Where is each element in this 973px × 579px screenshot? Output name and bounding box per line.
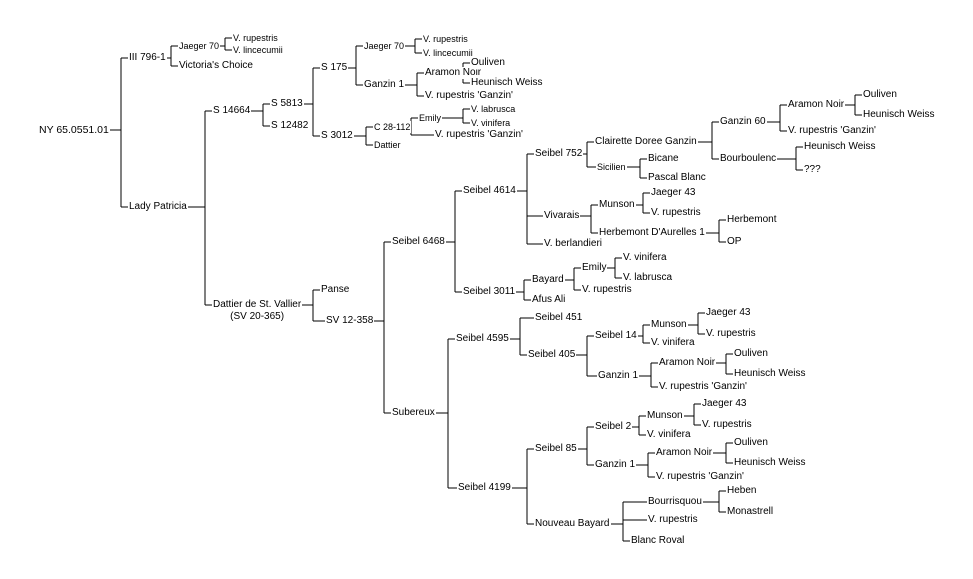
node-label-v-lincecumii: V. lincecumii [422,47,474,59]
node-label-munson: Munson [650,319,688,331]
node-label-seibel-4595: Seibel 4595 [455,333,510,345]
node-label-seibel-85: Seibel 85 [534,443,578,455]
node-label-blanc-roval: Blanc Roval [630,535,686,547]
node-label-v-rupestris-ganzin: V. rupestris 'Ganzin' [424,90,514,102]
node-label-victoria-s-choice: Victoria's Choice [178,60,254,72]
node-label-jaeger-43: Jaeger 43 [705,307,752,319]
node-label-ganzin-1: Ganzin 1 [597,370,640,382]
node-label-iii-796-1: III 796-1 [128,52,167,64]
node-label-v-rupestris: V. rupestris [581,284,633,296]
node-label-emily: Emily [418,112,442,124]
node-label-seibel-752: Seibel 752 [534,148,584,160]
node-label-v-vinifera: V. vinifera [646,429,692,441]
node-label-jaeger-43: Jaeger 43 [650,187,697,199]
node-label-s-14664: S 14664 [212,105,252,117]
node-label-v-vinifera: V. vinifera [650,337,696,349]
node-label-v-labrusca: V. labrusca [470,103,517,115]
node-label-v-rupestris: V. rupestris [422,33,469,45]
node-label-ganzin-1: Ganzin 1 [363,79,406,91]
node-label-jaeger-43: Jaeger 43 [701,398,748,410]
node-label-aramon-noir: Aramon Noir [655,447,714,459]
node-label-aramon-noir: Aramon Noir [658,357,717,369]
node-label-seibel-451: Seibel 451 [534,312,584,324]
node-label-ouliven: Ouliven [470,57,506,69]
node-label-seibel-405: Seibel 405 [527,349,577,361]
node-label-heunisch-weiss: Heunisch Weiss [733,457,807,469]
node-label-seibel-2: Seibel 2 [594,421,633,433]
node-label-ouliven: Ouliven [733,348,769,360]
node-label-clairette-doree-ganzin: Clairette Doree Ganzin [594,136,698,148]
node-label-heunisch-weiss: Heunisch Weiss [733,368,807,380]
node-label-lady-patricia: Lady Patricia [128,201,188,213]
node-label-v-rupestris: V. rupestris [232,32,279,44]
node-label-op: OP [726,236,743,248]
node-label-munson: Munson [646,410,684,422]
node-label-jaeger-70: Jaeger 70 [363,40,406,52]
node-label-subereux: Subereux [391,407,436,419]
node-label-emily: Emily [581,262,608,274]
node-label-s-3012: S 3012 [320,130,354,142]
node-label-v-rupestris: V. rupestris [650,207,702,219]
node-label-vivarais: Vivarais [543,210,581,222]
node-label-panse: Panse [320,284,351,296]
node-label-s-5813: S 5813 [270,98,304,110]
node-label-ouliven: Ouliven [862,89,898,101]
node-label-dattier: Dattier [373,139,402,151]
node-label-v-rupestris: V. rupestris [705,328,757,340]
node-label-aramon-noir: Aramon Noir [787,99,846,111]
node-label-v-rupestris-ganzin: V. rupestris 'Ganzin' [787,125,877,137]
node-label-s-175: S 175 [320,62,349,74]
node-label-v-rupestris-ganzin: V. rupestris 'Ganzin' [434,129,524,141]
node-label-sv-12-358: SV 12-358 [325,315,375,327]
node-label-v-lincecumii: V. lincecumii [232,44,284,56]
node-label-herbemont: Herbemont [726,214,778,226]
node-label-afus-ali: Afus Ali [531,294,567,306]
node-label-v-berlandieri: V. berlandieri [543,238,604,250]
node-label-munson: Munson [598,199,636,211]
node-label-seibel-3011: Seibel 3011 [462,286,517,298]
node-label-aramon-noir: Aramon Noir [424,67,483,79]
node-label-s-12482: S 12482 [270,120,310,132]
node-label-seibel-14: Seibel 14 [594,330,638,342]
node-label-ganzin-60: Ganzin 60 [719,116,767,128]
node-label-bourboulenc: Bourboulenc [719,153,778,165]
node-label-heunisch-weiss: Heunisch Weiss [862,109,936,121]
node-label-seibel-4614: Seibel 4614 [462,185,517,197]
node-label-dattier-de-st-vallier: Dattier de St. Vallier (SV 20-365) [212,299,303,323]
node-label-v-rupestris-ganzin: V. rupestris 'Ganzin' [658,381,748,393]
node-label-v-vinifera: V. vinifera [470,117,512,129]
node-label-c-28-112: C 28-112 [373,121,412,133]
node-label-v-rupestris: V. rupestris [701,419,753,431]
node-label-heunisch-weiss: Heunisch Weiss [470,77,544,89]
node-label-jaeger-70: Jaeger 70 [178,40,221,52]
node-label-seibel-6468: Seibel 6468 [391,236,446,248]
node-label-v-rupestris-ganzin: V. rupestris 'Ganzin' [655,471,745,483]
node-label-pascal-blanc: Pascal Blanc [647,172,707,184]
node-label-seibel-4199: Seibel 4199 [457,482,512,494]
node-label-: ??? [803,164,822,176]
node-label-herbemont-d-aurelles-1: Herbemont D'Aurelles 1 [598,227,706,239]
node-label-bayard: Bayard [531,274,565,286]
node-label-sicilien: Sicilien [596,161,627,173]
node-label-heunisch-weiss: Heunisch Weiss [803,141,877,153]
node-label-heben: Heben [726,485,758,497]
node-label-ganzin-1: Ganzin 1 [594,459,637,471]
node-label-monastrell: Monastrell [726,506,775,518]
node-label-v-labrusca: V. labrusca [622,272,674,284]
node-label-nouveau-bayard: Nouveau Bayard [534,518,611,530]
node-label-ny-65-0551-01: NY 65.0551.01 [38,124,110,136]
node-label-bourrisquou: Bourrisquou [647,496,703,508]
node-label-v-rupestris: V. rupestris [647,514,699,526]
node-label-ouliven: Ouliven [733,437,769,449]
node-label-v-vinifera: V. vinifera [622,252,668,264]
node-label-bicane: Bicane [647,153,680,165]
